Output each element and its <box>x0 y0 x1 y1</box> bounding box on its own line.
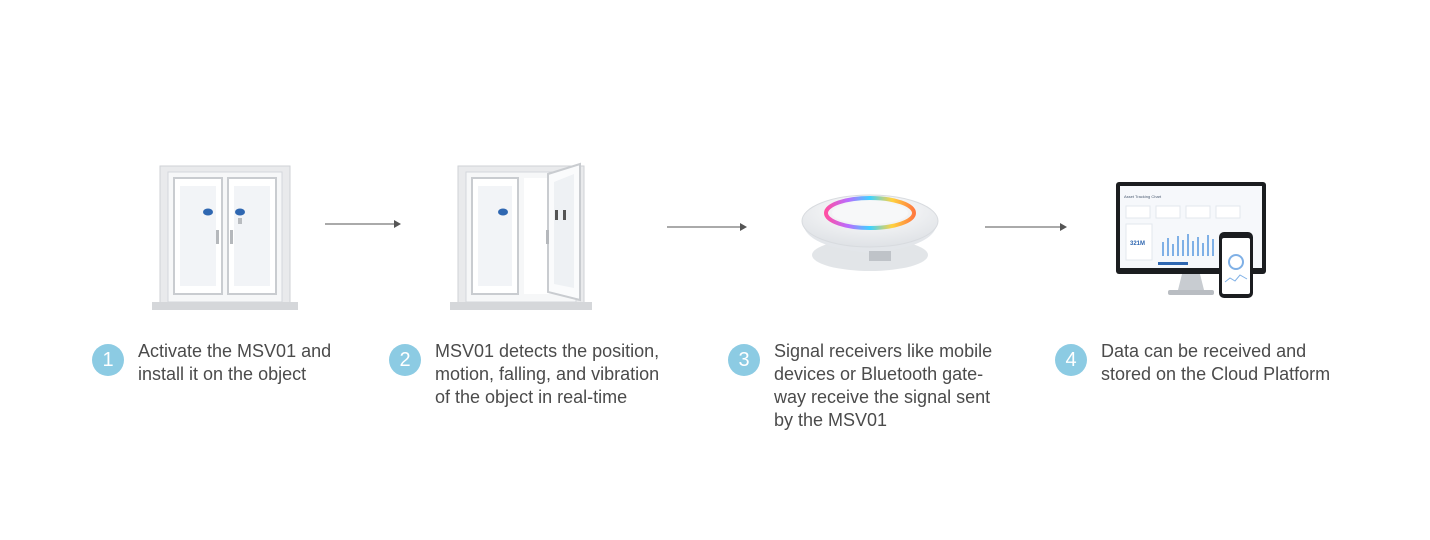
step-1: 1 Activate the MSV01 and install it on t… <box>92 340 331 386</box>
cloud-dashboard-illustration: Asset Tracking Chart 321M <box>1116 182 1266 298</box>
flow-arrow-2 <box>667 223 747 231</box>
sensor-device-icon <box>203 208 213 216</box>
step-number-badge: 4 <box>1055 344 1087 376</box>
step-description: MSV01 detects the position, motion, fall… <box>435 341 660 407</box>
dashboard-big-number: 321M <box>1130 241 1145 247</box>
step-number-badge: 3 <box>728 344 760 376</box>
step-3: 3 Signal receivers like mobile devices o… <box>728 340 992 432</box>
step-2: 2 MSV01 detects the position, motion, fa… <box>389 340 659 409</box>
step-description: Activate the MSV01 and install it on the… <box>138 341 332 384</box>
step-4: 4 Data can be received and stored on the… <box>1055 340 1330 386</box>
open-window-illustration <box>450 162 592 310</box>
step-description: Signal receivers like mobile devices or … <box>774 341 993 430</box>
closed-window-illustration <box>152 165 298 310</box>
step-description: Data can be received and stored on the C… <box>1101 341 1331 384</box>
flow-arrow-1 <box>325 220 401 228</box>
dashboard-title: Asset Tracking Chart <box>1124 194 1162 199</box>
step-number-badge: 1 <box>92 344 124 376</box>
bluetooth-gateway-illustration <box>801 194 939 271</box>
flow-arrow-3 <box>985 223 1067 231</box>
step-number-badge: 2 <box>389 344 421 376</box>
